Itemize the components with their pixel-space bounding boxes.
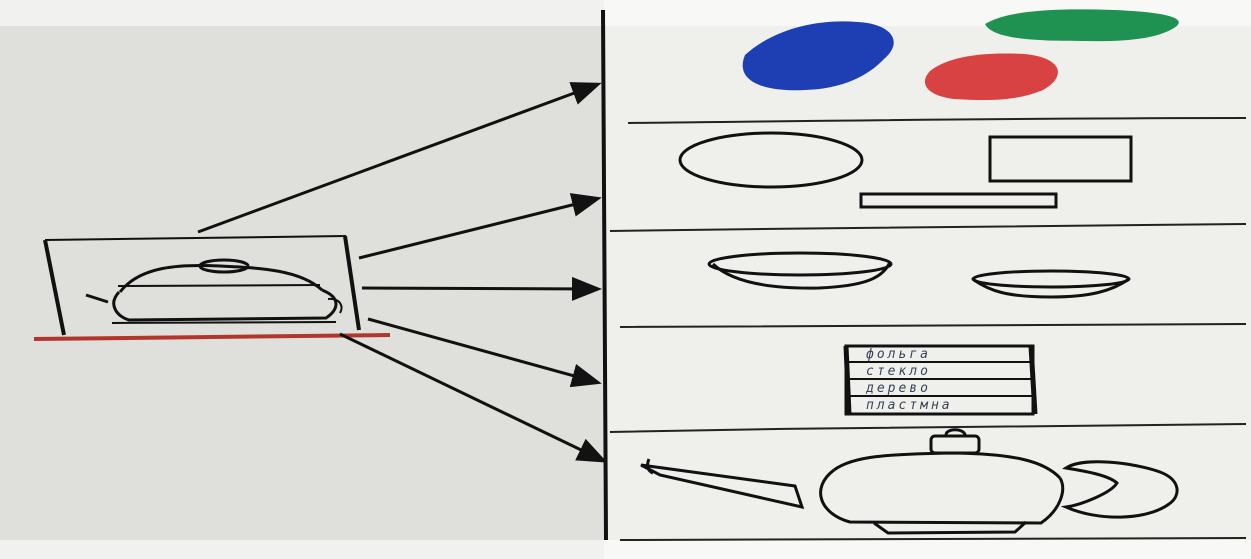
material-row-wood: дерево bbox=[865, 381, 931, 396]
flat-bar-icon bbox=[859, 192, 1058, 209]
material-row-plastic: пластмна bbox=[866, 398, 953, 413]
arrow-to-colors bbox=[197, 82, 602, 234]
green-paint-swatch bbox=[985, 9, 1179, 42]
saucer-icon bbox=[707, 251, 893, 290]
section-divider-2 bbox=[609, 223, 1247, 232]
arrow-to-materials bbox=[367, 317, 602, 388]
pot-body-icon bbox=[819, 428, 1065, 535]
left-paper bbox=[0, 0, 604, 559]
section-divider-3 bbox=[619, 323, 1247, 328]
side-handle-icon bbox=[1060, 460, 1179, 519]
pot-with-lid-icon bbox=[85, 258, 343, 324]
section-divider-4 bbox=[609, 423, 1247, 433]
materials-table: фольга стекло дерево пластмна bbox=[843, 344, 1038, 416]
arrow-to-parts bbox=[361, 276, 602, 301]
section-divider-5 bbox=[619, 537, 1247, 541]
section-divider-1 bbox=[627, 117, 1247, 124]
arrow-to-shapes bbox=[358, 193, 602, 260]
blue-paint-swatch bbox=[742, 21, 894, 91]
circle-icon bbox=[678, 131, 864, 189]
pot-handle-icon bbox=[640, 458, 805, 510]
small-saucer-icon bbox=[971, 269, 1131, 299]
material-row-foil: фольга bbox=[866, 347, 931, 362]
material-row-glass: стекло bbox=[866, 364, 931, 379]
rectangle-icon bbox=[988, 135, 1133, 183]
red-paint-swatch bbox=[924, 53, 1058, 101]
source-object-card bbox=[33, 235, 391, 341]
table-line bbox=[33, 333, 391, 341]
arrow-to-components bbox=[339, 332, 608, 463]
